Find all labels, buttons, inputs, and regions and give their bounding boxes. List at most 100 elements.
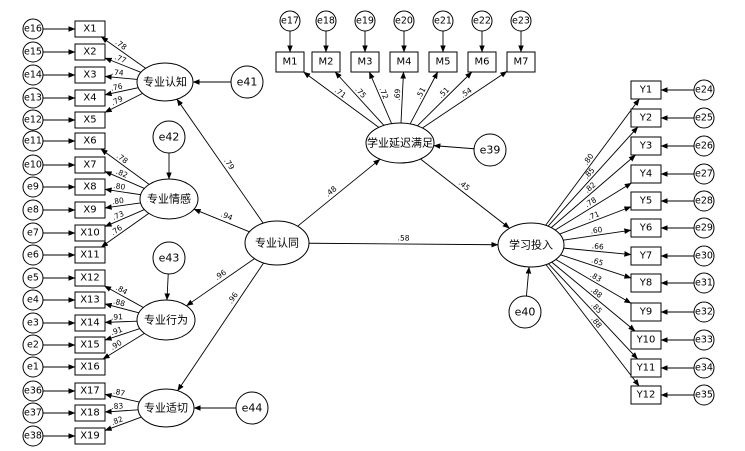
diagram-nodes: 专业认知专业情感专业行为专业适切专业认同学业延迟满足学习投入X1e16X2e15… xyxy=(22,10,715,447)
loading-x6-coef: .78 xyxy=(115,151,130,165)
loading-x13 xyxy=(104,302,140,314)
error-e20-label: e20 xyxy=(395,16,413,27)
loading-x1 xyxy=(101,36,146,69)
indicator-x9: X9 xyxy=(74,201,106,219)
loading-zyrt-zyrz xyxy=(176,98,264,224)
loading-m4-coef: .69 xyxy=(393,88,403,101)
error-e31-label: e31 xyxy=(695,278,713,289)
error-e19-label: e19 xyxy=(356,16,374,27)
latent-xueye-yanchi-manzu-label: 学业延迟满足 xyxy=(367,136,433,150)
loading-x6 xyxy=(100,148,150,185)
indicator-x15-label: X15 xyxy=(80,340,100,351)
latent-zhuanye-shiqie: 专业适切 xyxy=(137,388,195,428)
loading-x17-coef: .87 xyxy=(112,387,126,398)
latent-zhuanye-qinggan-label: 专业情感 xyxy=(147,192,191,206)
indicator-x6-label: X6 xyxy=(83,136,96,147)
indicator-x12: X12 xyxy=(74,269,106,287)
indicator-y8-label: Y8 xyxy=(639,278,652,289)
error-e32: e32 xyxy=(693,301,715,323)
indicator-m2-label: M2 xyxy=(319,57,334,68)
disturbance-e39: e39 xyxy=(473,133,507,167)
indicator-x18-label: X18 xyxy=(80,408,100,419)
disturbance-e42: e42 xyxy=(152,120,186,154)
error-e9: e9 xyxy=(22,176,44,198)
indicator-x17-label: X17 xyxy=(80,386,100,397)
loading-y6-coef: .60 xyxy=(590,225,603,236)
error-e17: e17 xyxy=(279,10,301,32)
loading-y3-coef: .82 xyxy=(583,180,598,195)
loading-m2-coef: .75 xyxy=(353,85,368,100)
error-e28: e28 xyxy=(693,190,715,212)
loading-x1-coef: .78 xyxy=(114,38,129,52)
error-e26: e26 xyxy=(693,135,715,157)
indicator-x18: X18 xyxy=(74,404,106,422)
path-zyrt-xxtr-coef: .58 xyxy=(398,233,410,242)
error-e30: e30 xyxy=(693,245,715,267)
indicator-x10: X10 xyxy=(74,224,106,242)
error-e20: e20 xyxy=(393,10,415,32)
loading-x8-coef: .80 xyxy=(113,181,126,192)
indicator-x4-label: X4 xyxy=(83,93,96,104)
indicator-x7-label: X7 xyxy=(83,160,96,171)
loading-zyrt-zyqg xyxy=(193,208,250,233)
loading-x10 xyxy=(104,209,145,227)
indicator-y12: Y12 xyxy=(630,385,662,405)
error-e33: e33 xyxy=(693,329,715,351)
loading-x5-coef: .79 xyxy=(110,94,125,108)
loading-x2-coef: .77 xyxy=(113,52,128,65)
indicator-x15: X15 xyxy=(74,336,106,354)
indicator-m3-label: M3 xyxy=(358,57,373,68)
error-e8-label: e8 xyxy=(27,205,39,216)
indicator-m7-label: M7 xyxy=(514,57,529,68)
loading-x17 xyxy=(104,393,140,403)
error-e33-label: e33 xyxy=(695,335,713,346)
error-e38: e38 xyxy=(22,425,44,447)
error-e29: e29 xyxy=(693,217,715,239)
indicator-y11-label: Y11 xyxy=(636,363,656,374)
error-e4-label: e4 xyxy=(27,295,39,306)
error-e2: e2 xyxy=(22,334,44,356)
indicator-y3-label: Y3 xyxy=(639,141,652,152)
indicator-m6-label: M6 xyxy=(475,57,490,68)
indicator-m3: M3 xyxy=(350,51,380,73)
error-e8: e8 xyxy=(22,199,44,221)
latent-xueye-yanchi-manzu: 学业延迟满足 xyxy=(365,122,435,164)
latent-zhuanye-shiqie-label: 专业适切 xyxy=(144,401,188,415)
indicator-y11: Y11 xyxy=(630,358,662,378)
disturbance-e41-label: e41 xyxy=(237,76,258,89)
error-e14: e14 xyxy=(22,64,44,86)
error-e7: e7 xyxy=(22,222,44,244)
loading-y10-coef: .88 xyxy=(589,285,604,300)
loading-m6 xyxy=(417,71,473,127)
indicator-x3-label: X3 xyxy=(83,70,96,81)
error-e15: e15 xyxy=(22,41,44,63)
error-e37-label: e37 xyxy=(24,408,42,419)
loading-x9 xyxy=(104,202,141,210)
error-e30-label: e30 xyxy=(695,251,713,262)
loading-x19-coef: .82 xyxy=(110,414,125,427)
loading-m6-coef: .51 xyxy=(436,85,451,100)
indicator-y1: Y1 xyxy=(630,80,662,100)
disturbance-e40: e40 xyxy=(508,295,542,329)
indicator-x2-label: X2 xyxy=(83,47,96,58)
error-e25-label: e25 xyxy=(695,113,713,124)
indicator-y10: Y10 xyxy=(630,330,662,350)
latent-zhuanye-qinggan: 专业情感 xyxy=(139,178,199,220)
error-e34-label: e34 xyxy=(695,363,713,374)
loading-y7-coef: .66 xyxy=(591,241,604,251)
loading-y4-coef: .78 xyxy=(583,195,598,209)
loading-x2 xyxy=(104,57,142,73)
error-e23-label: e23 xyxy=(512,16,530,27)
disturbance-e40-label: e40 xyxy=(515,306,536,319)
loading-x7-coef: .82 xyxy=(115,167,130,180)
error-e12-label: e12 xyxy=(24,115,42,126)
latent-zhuanye-xingwei-label: 专业行为 xyxy=(144,313,188,327)
error-e38-label: e38 xyxy=(24,431,42,442)
error-e15-label: e15 xyxy=(24,47,42,58)
loading-x9-coef: .80 xyxy=(111,196,124,207)
indicator-x8-label: X8 xyxy=(83,182,96,193)
latent-zhuanye-xingwei: 专业行为 xyxy=(136,299,196,341)
error-e35-label: e35 xyxy=(695,390,713,401)
indicator-y10-label: Y10 xyxy=(636,335,656,346)
